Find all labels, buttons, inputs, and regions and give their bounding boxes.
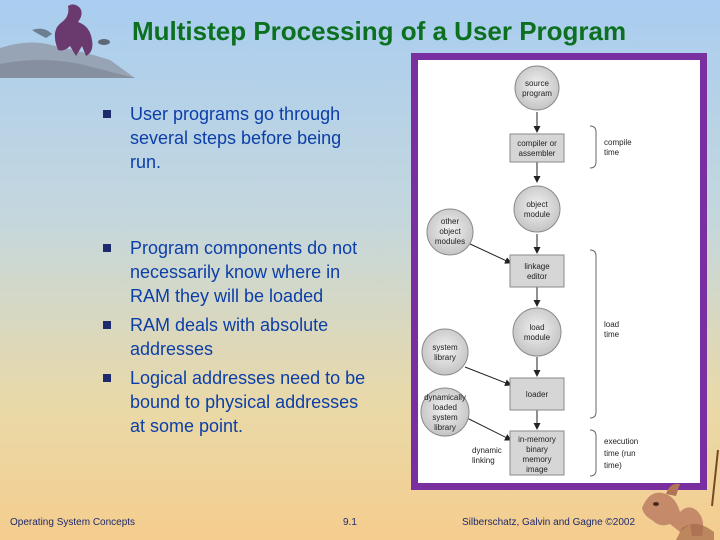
bullet-square-icon — [103, 321, 111, 329]
node-label: in-memory — [518, 435, 556, 444]
node-label: assembler — [519, 149, 556, 158]
bullet-line: RAM they will be loaded — [130, 286, 324, 306]
node-label: object — [439, 227, 461, 236]
node-dynamically-loaded-library: dynamically loaded system library — [420, 387, 470, 437]
node-loader: loader — [509, 377, 565, 411]
bullet-line: User programs go through — [130, 104, 341, 124]
diagram-frame: source program compiler or assembler obj… — [411, 53, 707, 490]
node-label: library — [434, 423, 456, 432]
edge-label: linking — [472, 456, 495, 465]
bullet-line: run. — [130, 152, 162, 172]
node-other-object-modules: other object modules — [426, 208, 474, 256]
node-in-memory-image: in-memory binary memory image — [509, 430, 565, 476]
footer-course-title: Operating System Concepts — [10, 517, 136, 528]
bullet-item: Logical addresses need to be bound to ph… — [103, 366, 403, 438]
diagram-panel: source program compiler or assembler obj… — [418, 60, 700, 483]
bullet-square-icon — [103, 374, 111, 382]
node-label: source — [525, 79, 550, 88]
brace-load-time — [589, 249, 597, 419]
node-label: library — [434, 353, 456, 362]
footer-slide-number: 9.1 — [343, 517, 357, 528]
node-label: module — [524, 210, 551, 219]
node-system-library: system library — [421, 328, 469, 376]
dinosaur-illustration-top-left — [0, 4, 135, 78]
phase-label: time (run — [604, 449, 636, 458]
bullet-item: User programs go through several steps b… — [103, 102, 403, 174]
edge-label: dynamic — [472, 446, 502, 455]
node-compiler-or-assembler: compiler or assembler — [509, 133, 565, 163]
phase-label: execution — [604, 437, 638, 446]
phase-label: time — [604, 148, 620, 157]
phase-label: load — [604, 320, 619, 329]
node-linkage-editor: linkage editor — [509, 254, 565, 288]
bullet-square-icon — [103, 244, 111, 252]
bullet-line: necessarily know where in — [130, 262, 341, 282]
slide-title: Multistep Processing of a User Program — [132, 16, 627, 46]
node-label: program — [522, 89, 552, 98]
dinosaur-illustration-bottom-right — [642, 449, 719, 540]
bullet-square-icon — [103, 110, 111, 118]
bullet-line: several steps before being — [130, 128, 342, 148]
arrow-dynamic-to-memory — [462, 415, 512, 441]
phase-label: compile — [604, 138, 632, 147]
phase-execution-time: execution time (run time) — [604, 437, 638, 470]
node-label: object — [526, 200, 548, 209]
bullet-line: Logical addresses need to be — [130, 368, 366, 388]
node-label: modules — [435, 237, 465, 246]
node-label: loaded — [433, 403, 457, 412]
node-object-module: object module — [513, 185, 561, 233]
node-label: image — [526, 465, 548, 474]
node-label: editor — [527, 272, 547, 281]
bullet-line: RAM deals with absolute — [130, 315, 329, 335]
phase-braces — [589, 125, 597, 477]
arrow-system-to-loader — [464, 366, 512, 387]
flow-arrows — [462, 112, 541, 441]
bullet-line: Program components do not — [130, 238, 358, 258]
bullet-line: bound to physical addresses — [130, 392, 359, 412]
phase-load-time: load time — [604, 320, 620, 339]
node-label: compiler or — [517, 139, 557, 148]
node-load-module: load module — [512, 307, 562, 357]
phase-label: time — [604, 330, 620, 339]
node-label: module — [524, 333, 551, 342]
node-source-program: source program — [514, 65, 560, 111]
arrow-other-to-linkage — [467, 242, 512, 264]
brace-execution-time — [589, 429, 597, 477]
node-label: binary — [526, 445, 548, 454]
phase-label: time) — [604, 461, 622, 470]
node-label: system — [432, 343, 458, 352]
bullet-item: Program components do not necessarily kn… — [103, 236, 403, 308]
footer-authors: Silberschatz, Galvin and Gagne ©2002 — [462, 517, 636, 528]
processing-diagram: source program compiler or assembler obj… — [420, 65, 638, 477]
node-label: linkage — [524, 262, 550, 271]
bullet-line: addresses — [130, 339, 214, 359]
node-label: memory — [523, 455, 552, 464]
phase-compile-time: compile time — [604, 138, 632, 157]
node-label: system — [432, 413, 458, 422]
node-label: load — [529, 323, 544, 332]
brace-compile-time — [589, 125, 597, 169]
node-label: loader — [526, 390, 549, 399]
bullet-line: at some point. — [130, 416, 244, 436]
node-label: dynamically — [424, 393, 466, 402]
node-label: other — [441, 217, 460, 226]
bullet-item: RAM deals with absolute addresses — [103, 313, 403, 361]
edge-label-dynamic-linking: dynamic linking — [472, 446, 502, 465]
